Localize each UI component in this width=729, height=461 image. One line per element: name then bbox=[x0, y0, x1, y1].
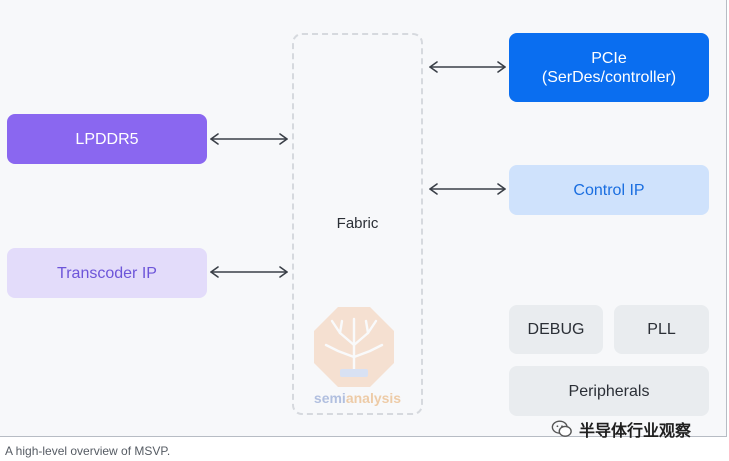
semianalysis-logo-watermark bbox=[314, 307, 394, 387]
lpddr5-block: LPDDR5 bbox=[7, 114, 207, 164]
pcie-label: PCIe bbox=[591, 49, 627, 67]
control-ip-label: Control IP bbox=[573, 181, 645, 199]
diagram-canvas: Fabric PCIe (SerDes/controller) LPDDR5 C… bbox=[0, 0, 727, 437]
peripherals-label: Peripherals bbox=[568, 382, 650, 400]
arrow-fabric-pcie bbox=[429, 61, 506, 73]
pll-label: PLL bbox=[647, 321, 676, 338]
wechat-icon bbox=[551, 420, 572, 437]
arrow-lpddr5-fabric bbox=[210, 133, 288, 145]
transcoder-ip-block: Transcoder IP bbox=[7, 248, 207, 298]
control-ip-block: Control IP bbox=[509, 165, 709, 215]
pcie-block: PCIe (SerDes/controller) bbox=[509, 33, 709, 102]
wechat-watermark: 半导体行业观察 bbox=[551, 418, 691, 440]
semianalysis-text-watermark: semianalysis bbox=[313, 390, 402, 406]
transcoder-ip-label: Transcoder IP bbox=[57, 264, 157, 282]
figure-caption: A high-level overview of MSVP. bbox=[5, 444, 171, 458]
pll-block: PLL bbox=[614, 305, 709, 354]
fabric-label: Fabric bbox=[336, 215, 379, 232]
debug-label: DEBUG bbox=[527, 321, 585, 338]
arrow-transcoder-fabric bbox=[210, 266, 288, 278]
wechat-account-name: 半导体行业观察 bbox=[579, 423, 692, 440]
fabric-block bbox=[292, 33, 423, 415]
connector-arrows bbox=[210, 61, 506, 278]
debug-block: DEBUG bbox=[509, 305, 603, 354]
arrow-fabric-control-ip bbox=[429, 183, 506, 195]
peripherals-block: Peripherals bbox=[509, 366, 709, 416]
pcie-sublabel: (SerDes/controller) bbox=[541, 68, 677, 86]
lpddr5-label: LPDDR5 bbox=[75, 130, 139, 148]
